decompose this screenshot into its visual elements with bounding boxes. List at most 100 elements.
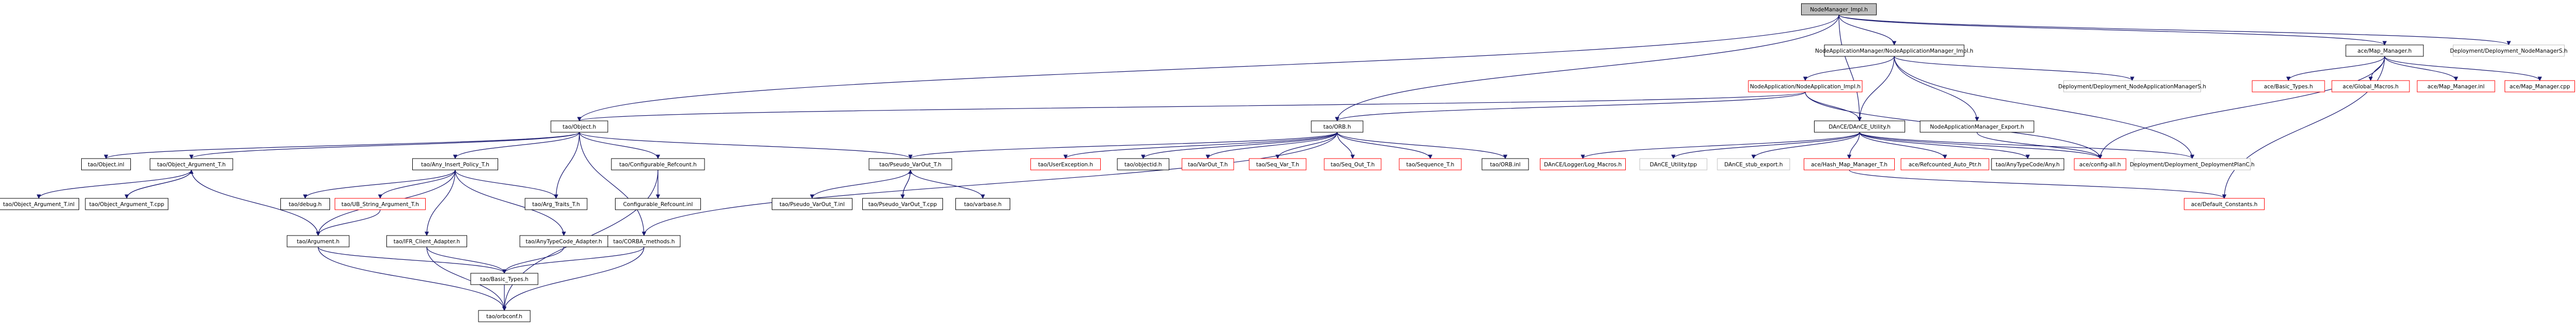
node-label: ace/Basic_Types.h [2264,84,2313,90]
graph-node-taoiforclient[interactable]: tao/IFR_Client_Adapter.h [386,235,467,247]
node-label: tao/Object.h [563,124,596,130]
graph-node-taoanyins[interactable]: tao/Any_Insert_Policy_T.h [412,158,498,170]
graph-node-taoorbinl[interactable]: tao/ORB.inl [1481,158,1529,170]
graph-node-taodebug[interactable]: tao/debug.h [280,198,330,210]
dependency-edge [1580,132,1860,159]
graph-node-nmimpl[interactable]: NodeManager_Impl.h [1801,3,1877,15]
dependency-edge [1337,132,1508,159]
graph-node-taoconfig[interactable]: tao/Configurable_Refcount.h [611,158,705,170]
node-label: DAnCE/Logger/Log_Macros.h [1544,162,1622,168]
graph-node-acedefault[interactable]: ace/Default_Constants.h [2184,198,2265,210]
dependency-edge [502,246,645,274]
node-box [1900,158,1989,170]
graph-node-depnam[interactable]: Deployment/Deployment_NodeApplicationMan… [2058,80,2206,92]
graph-node-naexport[interactable]: NodeApplicationManager_Export.h [1920,120,2034,133]
node-box [470,273,538,285]
graph-node-taoorb[interactable]: tao/ORB.h [1311,120,1364,133]
graph-node-acemapcpp[interactable]: ace/Map_Manager.cpp [2505,80,2575,92]
node-label: NodeApplicationManager_Export.h [1930,124,2024,130]
dependency-edge [426,246,507,311]
graph-node-taopseudo[interactable]: tao/Pseudo_VarOut_T.h [868,158,952,170]
node-label: tao/AnyTypeCode/Any.h [1996,162,2060,168]
dependency-edge [577,91,1806,121]
graph-node-taoobjarg[interactable]: tao/Object_Argument_T.h [149,158,233,170]
graph-node-depnm[interactable]: Deployment/Deployment_NodeManagerS.h [2450,44,2568,57]
node-label: tao/VarOut_T.h [1188,162,1227,168]
node-box [478,310,531,322]
graph-node-taoargument[interactable]: tao/Argument.h [287,235,350,247]
graph-node-configrefinl[interactable]: Configurable_Refcount.inl [615,198,701,210]
node-label: DAnCE/DAnCE_Utility.h [1829,124,1891,130]
node-label: tao/Pseudo_VarOut_T.h [879,162,941,168]
graph-node-acebasic[interactable]: ace/Basic_Types.h [2252,80,2325,92]
graph-node-taoversion[interactable]: tao/orbconf.h [478,310,531,322]
graph-node-taopseudocpp[interactable]: tao/Pseudo_VarOut_T.cpp [862,198,943,210]
graph-node-taoseqout[interactable]: tao/Seq_Out_T.h [1324,158,1382,170]
node-label: Deployment/Deployment_NodeManagerS.h [2450,48,2567,54]
node-label: DAnCE_Utility.tpp [1650,162,1697,168]
graph-node-acehash[interactable]: ace/Hash_Map_Manager_T.h [1804,158,1895,170]
graph-node-taocorbamethods[interactable]: tao/CORBA_methods.h [607,235,681,247]
graph-node-taoanytcadapter[interactable]: tao/AnyTypeCode_Adapter.h [519,235,608,247]
graph-node-dancelog[interactable]: DAnCE/Logger/Log_Macros.h [1540,158,1626,170]
graph-node-depplanc[interactable]: Deployment/Deployment_DeploymentPlanC.h [2130,158,2255,170]
node-label: tao/Object_Argument_T.inl [3,201,74,208]
graph-node-taoseqvar[interactable]: tao/Seq_Var_T.h [1249,158,1307,170]
graph-node-taoobject[interactable]: tao/Object.h [550,120,608,133]
node-label: tao/Pseudo_VarOut_T.inl [780,201,845,208]
node-box [85,198,169,210]
node-box [615,198,701,210]
graph-node-nai[interactable]: NodeApplicationManager/NodeApplicationMa… [1815,44,1973,57]
node-label: tao/objectid.h [1125,162,1162,168]
dependency-edge [502,246,564,274]
dependency-edge [2286,56,2385,81]
graph-node-danceutilipp[interactable]: DAnCE_Utility.tpp [1639,158,1708,170]
dependency-edge [1805,91,1862,121]
dependency-edge [1859,132,1948,159]
graph-nodes: NodeManager_Impl.hNodeApplicationManager… [0,3,2575,322]
graph-node-taosequence[interactable]: tao/Sequence_T.h [1399,158,1462,170]
graph-node-taoutilstring[interactable]: tao/UB_String_Argument_T.h [335,198,426,210]
node-box [335,198,426,210]
graph-node-taouserexc[interactable]: tao/UserException.h [1030,158,1101,170]
dependency-edge [1803,56,1895,81]
graph-node-aceglobal[interactable]: ace/Global_Macros.h [2331,80,2410,92]
dependency-edge [1894,56,2135,81]
node-box [1748,80,1863,92]
node-box [2063,80,2201,92]
dependency-edge [908,132,1338,159]
node-box [2505,80,2575,92]
dependency-edge [378,169,456,199]
node-label: tao/varbase.h [964,201,1002,208]
graph-node-acerefauto[interactable]: ace/Refcounted_Auto_Ptr.h [1900,158,1989,170]
node-label: tao/Seq_Out_T.h [1331,162,1375,168]
graph-node-dancestub[interactable]: DAnCE_stub_export.h [1717,158,1790,170]
dependency-edge [1141,132,1338,159]
graph-node-ciao[interactable]: DAnCE/DAnCE_Utility.h [1814,120,1905,133]
graph-node-taoanytc[interactable]: tao/AnyTypeCode/Any.h [1991,158,2064,170]
graph-node-mapmgr[interactable]: ace/Map_Manager.h [2345,44,2424,57]
node-box [2074,158,2126,170]
node-label: NodeApplicationManager/NodeApplicationMa… [1815,48,1973,54]
dependency-edge [1337,132,1355,159]
graph-node-taopseudoinl[interactable]: tao/Pseudo_VarOut_T.inl [772,198,852,210]
graph-node-taovarout[interactable]: tao/VarOut_T.h [1181,158,1234,170]
graph-node-taoobjargtcpp[interactable]: tao/Object_Argument_T.cpp [85,198,169,210]
dependency-edge [1838,14,2387,45]
graph-node-taoobjargtinl[interactable]: tao/Object_Argument_T.inl [0,198,79,210]
graph-node-naimpl[interactable]: NodeApplication/NodeApplication_Impl.h [1748,80,1863,92]
graph-node-taobasictypes[interactable]: tao/Basic_Types.h [470,273,538,285]
dependency-edge [1751,132,1860,159]
graph-node-taoobjectid[interactable]: tao/objectid.h [1117,158,1170,170]
dependency-edge [902,169,913,199]
node-label: tao/IFR_Client_Adapter.h [394,239,460,245]
graph-node-taoargtraits[interactable]: tao/Arg_Traits_T.h [525,198,588,210]
node-box [1991,158,2064,170]
graph-node-taoobjinl[interactable]: tao/Object.inl [81,158,131,170]
dependency-edge [579,132,661,159]
graph-node-aceconfig[interactable]: ace/config-all.h [2074,158,2126,170]
graph-node-acemapinl[interactable]: ace/Map_Manager.inl [2417,80,2495,92]
dependency-edge [191,169,321,236]
graph-node-taovarbase[interactable]: tao/varbase.h [955,198,1010,210]
